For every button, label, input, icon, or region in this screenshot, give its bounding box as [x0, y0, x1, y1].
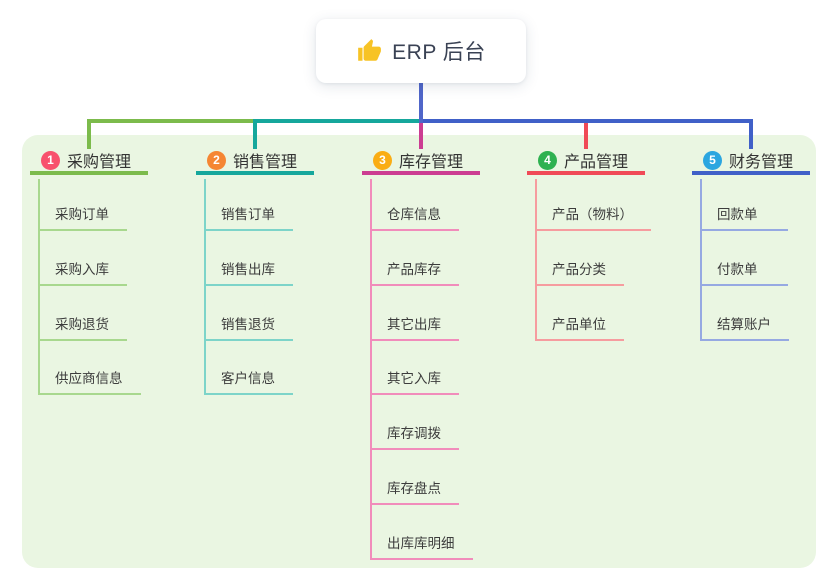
branch-item[interactable]: 采购入库 — [38, 258, 127, 286]
branch-item[interactable]: 采购订单 — [38, 203, 127, 231]
branch-item[interactable]: 其它出库 — [370, 313, 459, 341]
branch-header-4[interactable]: 4 产品管理 — [527, 149, 645, 175]
branches-panel — [22, 135, 816, 568]
branch-item[interactable]: 供应商信息 — [38, 367, 141, 396]
branch-spine-line — [370, 179, 372, 560]
branch-number-badge: 1 — [41, 150, 60, 170]
branch-spine-line — [204, 179, 206, 396]
branch-header-2[interactable]: 2 销售管理 — [196, 149, 314, 175]
branch-item[interactable]: 其它入库 — [370, 367, 459, 396]
branch-item[interactable]: 仓库信息 — [370, 203, 459, 231]
branch-number-badge: 4 — [538, 150, 557, 170]
branch-item[interactable]: 销售订单 — [204, 203, 293, 231]
branch-item[interactable]: 产品单位 — [535, 313, 624, 341]
thumbs-up-icon — [356, 38, 382, 64]
branch-item[interactable]: 产品分类 — [535, 258, 624, 286]
branch-number-badge: 2 — [207, 150, 226, 170]
branch-item[interactable]: 销售出库 — [204, 258, 293, 286]
branch-header-5[interactable]: 5 财务管理 — [692, 149, 810, 175]
root-node[interactable]: ERP 后台 — [316, 19, 526, 83]
branch-label: 销售管理 — [233, 154, 298, 171]
branch-item[interactable]: 客户信息 — [204, 367, 293, 396]
branch-spine-line — [535, 179, 537, 341]
branch-item[interactable]: 库存调拨 — [370, 422, 459, 451]
branch-item[interactable]: 采购退货 — [38, 313, 127, 341]
branch-item[interactable]: 销售退货 — [204, 313, 293, 341]
branch-number-badge: 5 — [703, 150, 722, 170]
branch-spine-line — [38, 179, 40, 396]
branch-header-3[interactable]: 3 库存管理 — [362, 149, 480, 175]
root-title: ERP 后台 — [392, 41, 486, 64]
branch-label: 库存管理 — [399, 154, 464, 171]
branch-item[interactable]: 付款单 — [700, 258, 788, 286]
branch-item[interactable]: 产品库存 — [370, 258, 459, 286]
branch-item[interactable]: 出库库明细 — [370, 532, 473, 560]
branch-item[interactable]: 库存盘点 — [370, 477, 459, 505]
branch-item[interactable]: 回款单 — [700, 203, 788, 231]
branch-label: 采购管理 — [67, 154, 132, 171]
branch-number-badge: 3 — [373, 150, 392, 170]
branch-spine-line — [700, 179, 702, 341]
branch-item[interactable]: 产品（物料） — [535, 203, 651, 231]
branch-label: 财务管理 — [729, 154, 794, 171]
branch-label: 产品管理 — [564, 154, 629, 171]
branch-item[interactable]: 结算账户 — [700, 313, 789, 341]
branch-header-1[interactable]: 1 采购管理 — [30, 149, 148, 175]
